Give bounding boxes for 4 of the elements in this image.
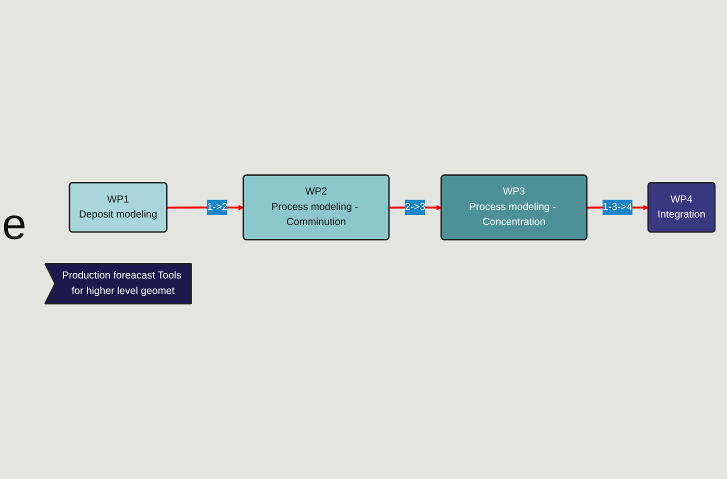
- edge-label: 1->2: [206, 202, 228, 213]
- edge-label: 2->3: [404, 202, 426, 213]
- edge-label: 1-3->4: [602, 202, 632, 213]
- text-fragment: e: [2, 200, 26, 249]
